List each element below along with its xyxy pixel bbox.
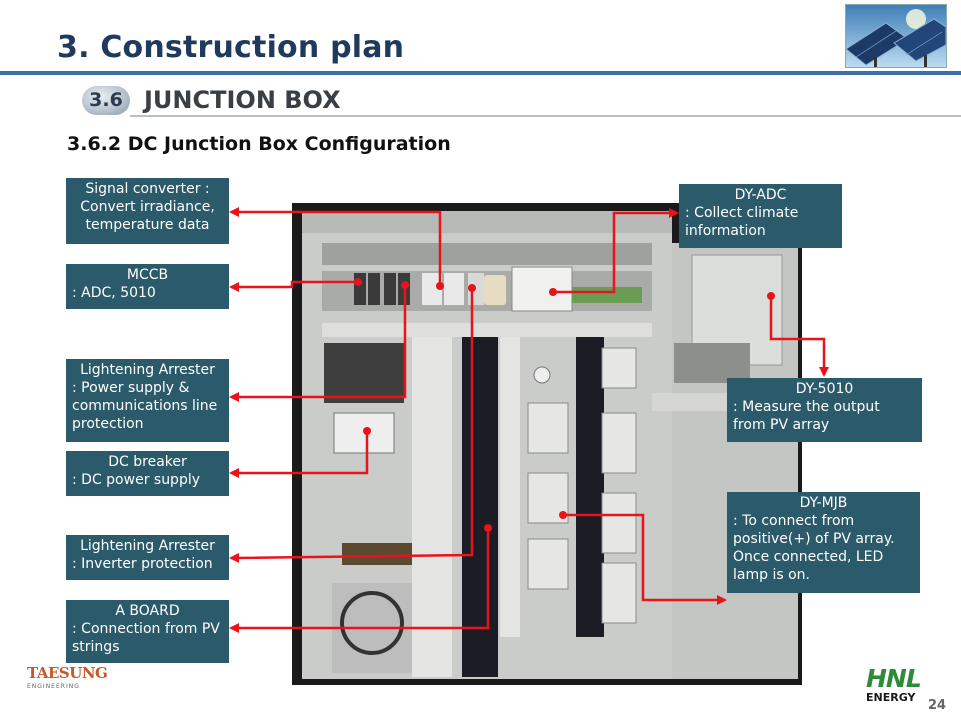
section-number-badge: 3.6 [82, 86, 130, 115]
callout-title: Lightening Arrester [80, 362, 215, 378]
callout-dy-adc: DY-ADC : Collect climate information [679, 184, 842, 248]
callout-dy-5010: DY-5010 : Measure the output from PV arr… [727, 378, 922, 442]
callout-body: : Inverter protection [72, 556, 213, 572]
page-number: 24 [928, 698, 947, 713]
section-underline [130, 115, 961, 117]
callout-body: : Power supply & communications line pro… [72, 380, 218, 432]
callout-lightening-arrester-inverter: Lightening Arrester : Inverter protectio… [66, 535, 229, 580]
callout-body: : ADC, 5010 [72, 285, 156, 301]
title-rule [0, 71, 961, 75]
taesung-logo-text: TAESUNG [27, 664, 108, 682]
solar-panel-image [845, 4, 947, 68]
callout-signal-converter: Signal converter : Convert irradiance, t… [66, 178, 229, 244]
callout-title: DC breaker [108, 454, 187, 470]
page-title: 3. Construction plan [57, 30, 405, 65]
callout-dy-mjb: DY-MJB : To connect from positive(+) of … [727, 492, 920, 593]
callout-body: : Measure the output from PV array [733, 399, 880, 433]
taesung-logo-sub: ENGINEERING [27, 683, 80, 690]
callout-title: MCCB [126, 267, 169, 283]
callout-body: : To connect from positive(+) of PV arra… [733, 513, 895, 583]
callout-body: : Connection from PV strings [72, 621, 220, 655]
callout-body: : Collect climate information [685, 205, 799, 239]
callout-title: A BOARD [115, 603, 180, 619]
section-header: 3.6 JUNCTION BOX [82, 84, 961, 118]
taesung-logo: TAESUNG ENGINEERING [27, 664, 108, 696]
callout-lightening-arrester-power: Lightening Arrester : Power supply & com… [66, 359, 229, 442]
callout-body: Convert irradiance, temperature data [80, 199, 215, 233]
callout-title: DY-MJB [799, 495, 848, 511]
junction-box-photo [292, 203, 802, 685]
callout-a-board: A BOARD : Connection from PV strings [66, 600, 229, 663]
hnl-logo-sub: ENERGY [866, 691, 916, 704]
callout-dc-breaker: DC breaker : DC power supply [66, 451, 229, 496]
section-title: JUNCTION BOX [144, 86, 341, 114]
callout-body: : DC power supply [72, 472, 201, 488]
callout-title: DY-ADC [734, 187, 787, 203]
callout-title: Signal converter : [85, 181, 210, 197]
callout-mccb: MCCB : ADC, 5010 [66, 264, 229, 309]
callout-title: Lightening Arrester [80, 538, 215, 554]
callout-title: DY-5010 [795, 381, 854, 397]
hnl-energy-logo: HNL ENERGY [866, 664, 946, 710]
hnl-logo-text: HNL [866, 664, 922, 693]
subheading: 3.6.2 DC Junction Box Configuration [67, 133, 451, 155]
